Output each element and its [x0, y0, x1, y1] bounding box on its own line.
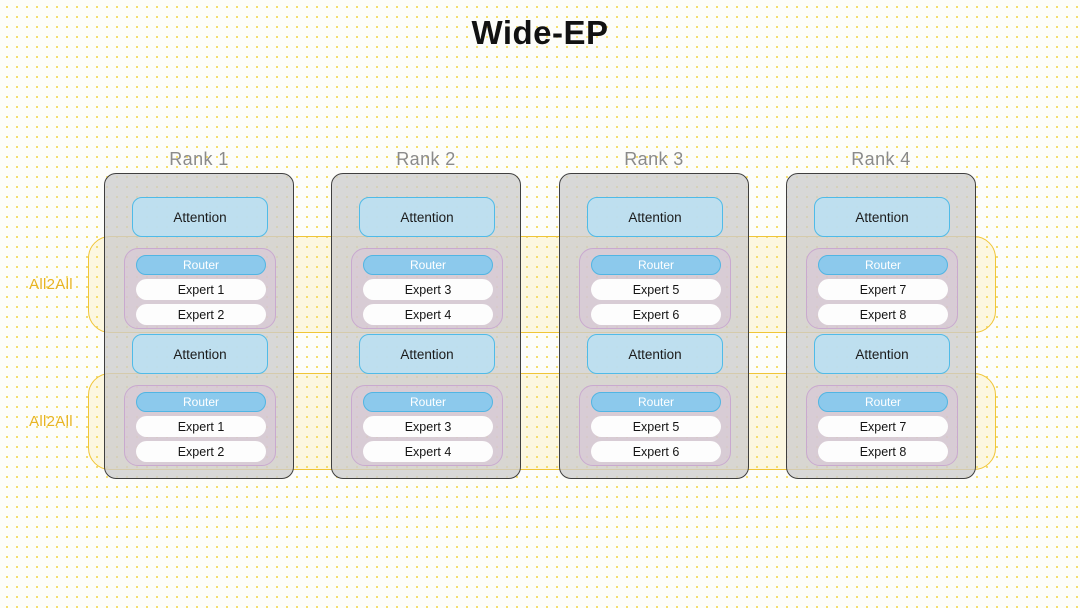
expert-block: Expert 4 [363, 441, 493, 462]
router-block: Router [363, 255, 493, 275]
expert-block: Expert 3 [363, 416, 493, 437]
page-title: Wide-EP [471, 14, 609, 51]
attention-block: Attention [814, 197, 950, 237]
attention-block: Attention [814, 334, 950, 374]
moe-group: Router Expert 3 Expert 4 [351, 385, 503, 466]
router-block: Router [363, 392, 493, 412]
moe-group: Router Expert 1 Expert 2 [124, 385, 276, 466]
moe-group: Router Expert 5 Expert 6 [579, 248, 731, 329]
attention-block: Attention [132, 197, 268, 237]
moe-group: Router Expert 7 Expert 8 [806, 385, 958, 466]
expert-block: Expert 2 [136, 441, 266, 462]
router-block: Router [136, 255, 266, 275]
rank-label-1: Rank 1 [169, 149, 229, 169]
rank-box-4: Attention Router Expert 7 Expert 8 Atten… [786, 173, 976, 479]
attention-block: Attention [359, 334, 495, 374]
rank-label-4: Rank 4 [851, 149, 911, 169]
moe-group: Router Expert 1 Expert 2 [124, 248, 276, 329]
attention-block: Attention [132, 334, 268, 374]
expert-block: Expert 2 [136, 304, 266, 325]
moe-group: Router Expert 7 Expert 8 [806, 248, 958, 329]
all2all-label-bottom: All2All [29, 413, 73, 430]
expert-block: Expert 6 [591, 304, 721, 325]
router-block: Router [818, 255, 948, 275]
expert-block: Expert 1 [136, 279, 266, 300]
moe-group: Router Expert 3 Expert 4 [351, 248, 503, 329]
router-block: Router [818, 392, 948, 412]
expert-block: Expert 6 [591, 441, 721, 462]
expert-block: Expert 7 [818, 416, 948, 437]
moe-group: Router Expert 5 Expert 6 [579, 385, 731, 466]
router-block: Router [591, 392, 721, 412]
attention-block: Attention [359, 197, 495, 237]
expert-block: Expert 5 [591, 279, 721, 300]
rank-label-2: Rank 2 [396, 149, 456, 169]
all2all-label-top: All2All [29, 276, 73, 293]
expert-block: Expert 1 [136, 416, 266, 437]
rank-box-3: Attention Router Expert 5 Expert 6 Atten… [559, 173, 749, 479]
rank-box-2: Attention Router Expert 3 Expert 4 Atten… [331, 173, 521, 479]
attention-block: Attention [587, 197, 723, 237]
rank-label-3: Rank 3 [624, 149, 684, 169]
attention-block: Attention [587, 334, 723, 374]
rank-box-1: Attention Router Expert 1 Expert 2 Atten… [104, 173, 294, 479]
expert-block: Expert 7 [818, 279, 948, 300]
expert-block: Expert 3 [363, 279, 493, 300]
expert-block: Expert 4 [363, 304, 493, 325]
router-block: Router [136, 392, 266, 412]
expert-block: Expert 5 [591, 416, 721, 437]
expert-block: Expert 8 [818, 304, 948, 325]
router-block: Router [591, 255, 721, 275]
expert-block: Expert 8 [818, 441, 948, 462]
